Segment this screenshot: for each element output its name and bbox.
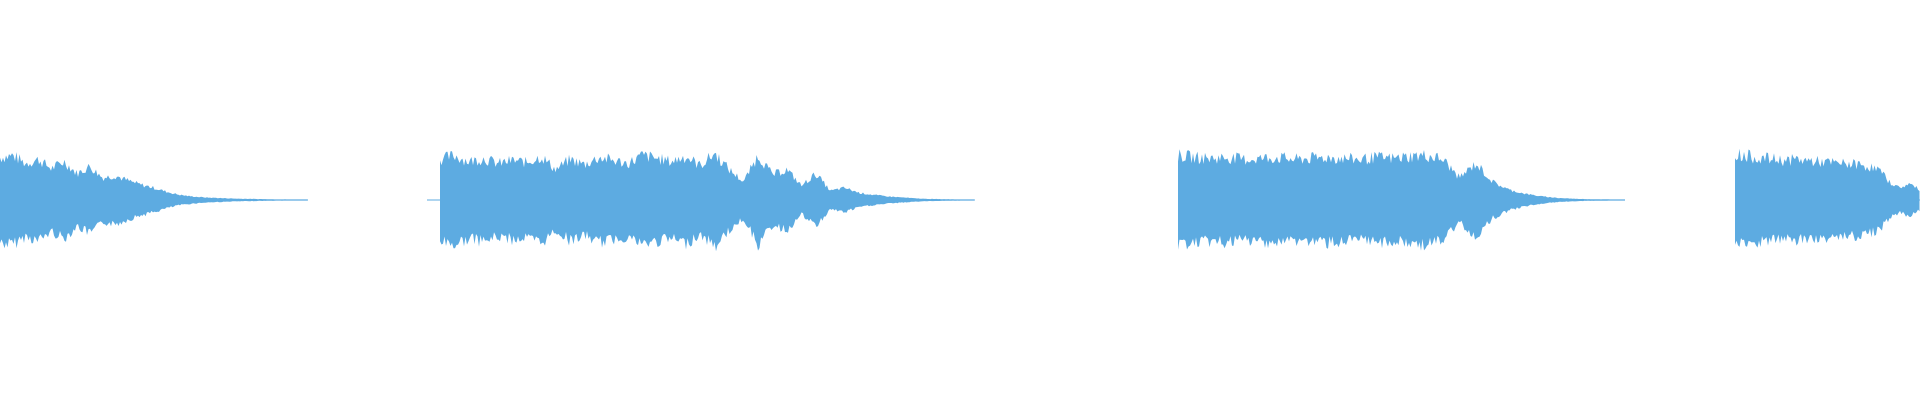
audio-clip-2[interactable] xyxy=(440,151,975,252)
waveform-shape xyxy=(1735,148,1920,248)
audio-clip-1[interactable] xyxy=(0,152,308,249)
waveform-shape xyxy=(440,151,974,252)
audio-clip-3[interactable] xyxy=(1178,149,1625,251)
audio-clip-4[interactable] xyxy=(1735,148,1920,248)
